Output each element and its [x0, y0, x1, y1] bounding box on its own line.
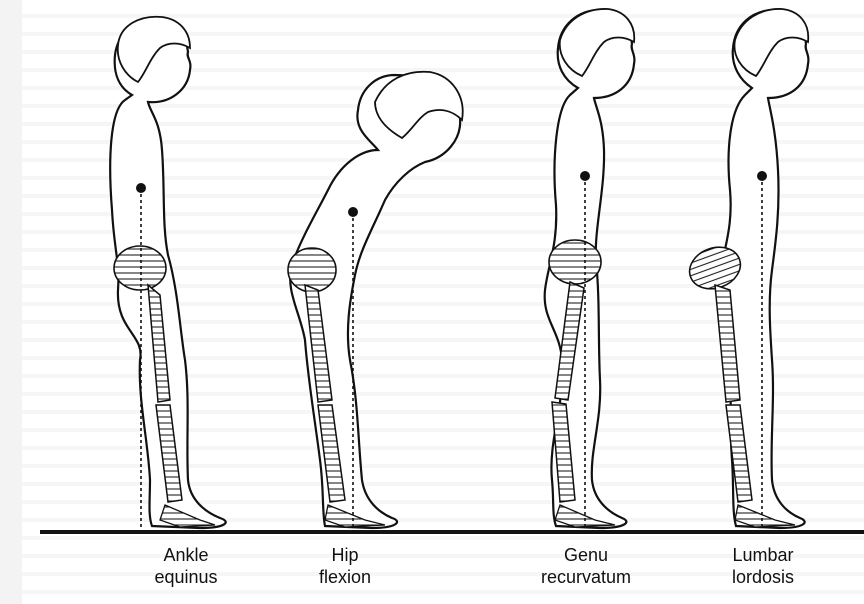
pelvis	[114, 246, 166, 290]
caption-line-1: Hip	[275, 544, 415, 566]
center-of-gravity-dot	[757, 171, 767, 181]
center-of-gravity-dot	[136, 183, 146, 193]
caption-line-1: Lumbar	[693, 544, 833, 566]
figure-lumbar-lordosis	[684, 9, 809, 532]
caption-line-2: flexion	[275, 566, 415, 588]
caption-genu-recurvatum: Genu recurvatum	[516, 544, 656, 588]
caption-line-1: Genu	[516, 544, 656, 566]
pelvis	[549, 240, 601, 284]
caption-line-2: lordosis	[693, 566, 833, 588]
caption-line-2: equinus	[116, 566, 256, 588]
center-of-gravity-dot	[580, 171, 590, 181]
pelvis	[288, 248, 336, 292]
caption-line-1: Ankle	[116, 544, 256, 566]
caption-line-2: recurvatum	[516, 566, 656, 588]
center-of-gravity-dot	[348, 207, 358, 217]
figure-hip-flexion	[288, 72, 463, 532]
figure-genu-recurvatum	[545, 9, 635, 532]
caption-ankle-equinus: Ankle equinus	[116, 544, 256, 588]
figure-ankle-equinus	[110, 17, 226, 532]
caption-hip-flexion: Hip flexion	[275, 544, 415, 588]
caption-lumbar-lordosis: Lumbar lordosis	[693, 544, 833, 588]
